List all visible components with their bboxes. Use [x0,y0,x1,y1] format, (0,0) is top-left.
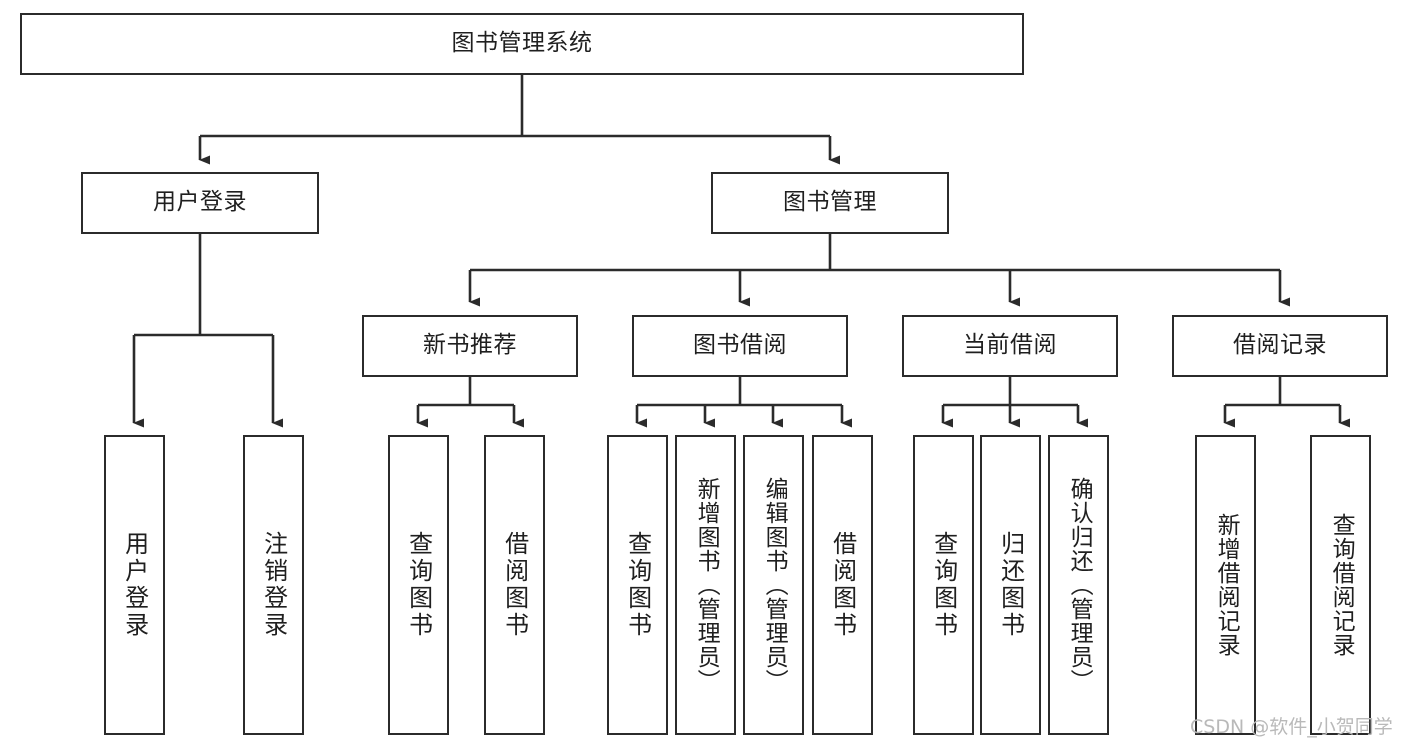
node-current-borrow[interactable]: 当前借阅 [902,315,1118,377]
node-label: 用户登录 [120,531,149,639]
node-label: 查询图书 [929,531,958,639]
node-label: 图书管理 [783,189,877,216]
node-label: 借阅图书 [828,531,857,639]
leaf-borrow-book-recommend[interactable]: 借阅图书 [484,435,545,735]
node-label: 归还图书 [996,531,1025,639]
leaf-user-login[interactable]: 用户登录 [104,435,165,735]
node-root-system[interactable]: 图书管理系统 [20,13,1024,75]
watermark: CSDN @软件_小贺同学 [1190,716,1393,738]
leaf-query-book-current[interactable]: 查询图书 [913,435,974,735]
node-book-management[interactable]: 图书管理 [711,172,949,234]
node-label: 图书借阅 [693,332,787,359]
leaf-logout[interactable]: 注销登录 [243,435,304,735]
node-label: 查询借阅记录 [1328,513,1355,657]
leaf-query-book-borrow[interactable]: 查询图书 [607,435,668,735]
node-label: 新增图书（管理员） [693,477,720,693]
leaf-borrow-book[interactable]: 借阅图书 [812,435,873,735]
node-label: 借阅记录 [1233,332,1327,359]
leaf-query-book-recommend[interactable]: 查询图书 [388,435,449,735]
node-label: 查询图书 [623,531,652,639]
node-book-borrow[interactable]: 图书借阅 [632,315,848,377]
node-label: 注销登录 [259,531,288,639]
node-label: 图书管理系统 [451,30,593,57]
node-borrow-record[interactable]: 借阅记录 [1172,315,1388,377]
leaf-edit-book-admin[interactable]: 编辑图书（管理员） [743,435,804,735]
node-label: 用户登录 [153,189,247,216]
node-label: 新书推荐 [423,332,517,359]
node-label: 确认归还（管理员） [1066,477,1093,693]
leaf-query-borrow-record[interactable]: 查询借阅记录 [1310,435,1371,735]
node-new-book-recommend[interactable]: 新书推荐 [362,315,578,377]
node-label: 新增借阅记录 [1213,513,1240,657]
node-user-login[interactable]: 用户登录 [81,172,319,234]
leaf-return-book[interactable]: 归还图书 [980,435,1041,735]
leaf-add-borrow-record[interactable]: 新增借阅记录 [1195,435,1256,735]
node-label: 当前借阅 [963,332,1057,359]
leaf-add-book-admin[interactable]: 新增图书（管理员） [675,435,736,735]
node-label: 查询图书 [404,531,433,639]
node-label: 借阅图书 [500,531,529,639]
leaf-confirm-return-admin[interactable]: 确认归还（管理员） [1048,435,1109,735]
node-label: 编辑图书（管理员） [761,477,788,693]
